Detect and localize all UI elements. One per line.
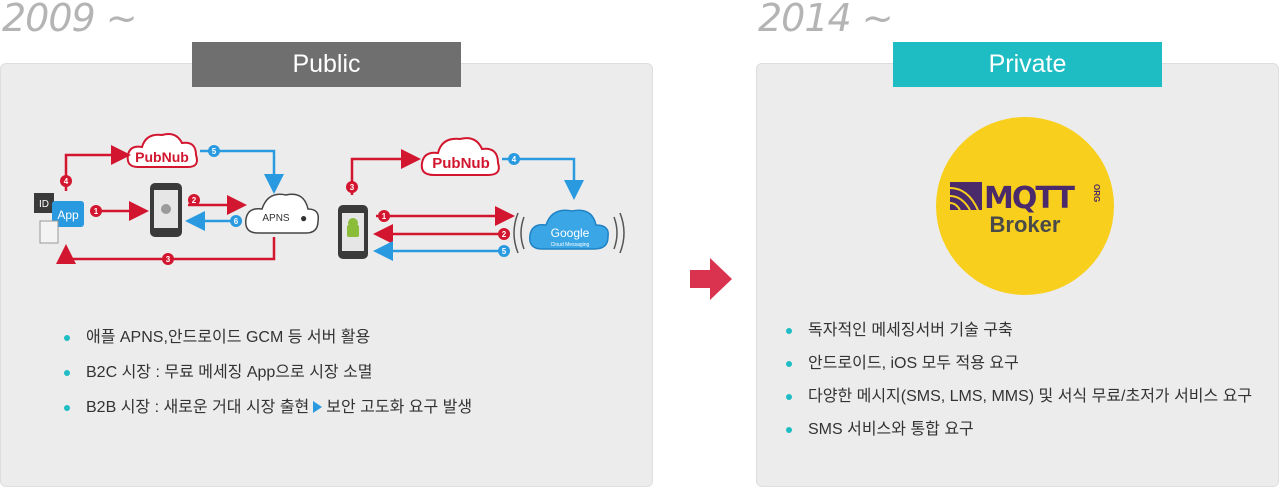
app-icon: ID App [34, 193, 84, 244]
pubnub-label-2: PubNub [432, 155, 490, 172]
mqtt-signal-icon [949, 182, 982, 211]
transition-arrow-icon [690, 258, 732, 300]
ios-push-diagram: PubNub APNS ● ID App 4 5 1 2 6 3 [34, 133, 320, 265]
svg-text:5: 5 [212, 147, 217, 156]
public-bullet-3-before: B2B 시장 : 새로운 거대 시장 출현 [86, 399, 310, 416]
svg-text:Cloud Messaging: Cloud Messaging [551, 242, 590, 248]
svg-text:1: 1 [382, 212, 387, 221]
android-push-diagram: PubNub Google Cloud Messaging 3 4 1 2 5 [338, 137, 625, 261]
iphone-icon [150, 183, 182, 237]
svg-text:2: 2 [192, 196, 197, 205]
svg-text:6: 6 [234, 217, 239, 226]
svg-text:3: 3 [166, 255, 171, 264]
svg-text:3: 3 [350, 183, 355, 192]
svg-text:ID: ID [39, 199, 49, 210]
apns-label: APNS [262, 213, 290, 224]
public-bullet-1: 애플 APNS,안드로이드 GCM 등 서버 활용 [62, 328, 472, 348]
public-bullet-3: B2B 시장 : 새로운 거대 시장 출현 보안 고도화 요구 발생 [62, 398, 472, 418]
mqtt-logo: MQTT ORG [949, 181, 1101, 216]
public-panel [0, 63, 653, 487]
svg-text:4: 4 [512, 155, 517, 164]
private-tag: Private [893, 42, 1162, 87]
svg-text:2: 2 [502, 230, 507, 239]
pubnub-cloud: PubNub [126, 133, 198, 168]
public-tag: Public [192, 42, 461, 87]
pubnub-label: PubNub [135, 149, 189, 165]
private-bullet-4: SMS 서비스와 통합 요구 [784, 420, 1252, 440]
broker-label: Broker [989, 212, 1061, 237]
svg-text:ORG: ORG [1092, 184, 1101, 202]
apns-cloud: APNS ● [245, 193, 320, 234]
year-2014: 2014 ~ [758, 0, 894, 40]
year-2009: 2009 ~ [2, 0, 138, 40]
svg-text:4: 4 [64, 177, 69, 186]
apple-icon: ● [300, 211, 307, 225]
public-bullet-list: 애플 APNS,안드로이드 GCM 등 서버 활용 B2C 시장 : 무료 메세… [62, 328, 472, 433]
right-arrow-icon [313, 401, 323, 413]
android-phone-icon [338, 205, 368, 259]
pubnub-cloud-2: PubNub [420, 137, 500, 176]
private-bullet-3: 다양한 메시지(SMS, LMS, MMS) 및 서식 무료/초저가 서비스 요… [784, 387, 1252, 407]
google-cloud-icon: Google Cloud Messaging [513, 209, 625, 254]
svg-text:5: 5 [502, 247, 507, 256]
svg-text:App: App [57, 208, 79, 222]
public-bullet-3-after: 보안 고도화 요구 발생 [326, 399, 473, 416]
public-bullet-2: B2C 시장 : 무료 메세징 App으로 시장 소멸 [62, 363, 472, 383]
private-bullet-1: 독자적인 메세징서버 기술 구축 [784, 321, 1252, 341]
svg-text:1: 1 [94, 207, 99, 216]
private-bullet-2: 안드로이드, iOS 모두 적용 요구 [784, 354, 1252, 374]
svg-text:Google: Google [551, 226, 590, 240]
svg-text:MQTT: MQTT [984, 181, 1076, 216]
private-bullet-list: 독자적인 메세징서버 기술 구축 안드로이드, iOS 모두 적용 요구 다양한… [784, 321, 1252, 453]
